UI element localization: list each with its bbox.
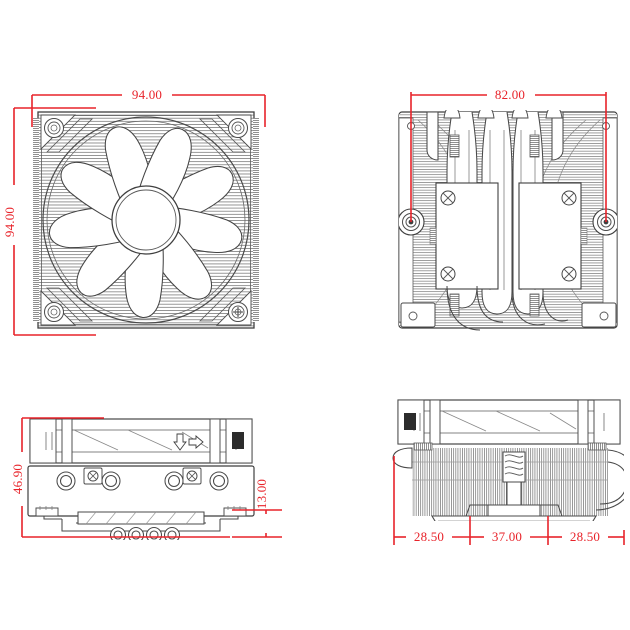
fan-shroud-circle (42, 116, 250, 324)
dimension-1300-vertical (232, 509, 282, 538)
base-clips (35, 507, 247, 517)
fan-corner-mounts (40, 114, 252, 326)
down-arrow-icon (173, 433, 187, 451)
dimension-label-top-width: 94.00 (132, 87, 162, 102)
coldplate-front (431, 504, 597, 521)
fan-corner-slots (45, 118, 247, 322)
bottom-foot-tabs (400, 302, 617, 328)
dimension-82-horizontal (410, 92, 607, 222)
view-fan-top: 94.00 94.00 (2, 87, 266, 336)
view-cooler-front: 28.50 37.00 28.50 (392, 399, 625, 545)
fan-frame-inner (41, 115, 251, 325)
fin-edge-right (253, 118, 259, 322)
dimension-label-heatsink-width: 82.00 (495, 87, 525, 102)
view-heatsink-bottom: 82.00 (398, 87, 618, 331)
dimension-label-front-center: 37.00 (492, 529, 522, 544)
fin-crests-top (443, 110, 563, 119)
fan-shroud-circle-inner (46, 120, 246, 320)
dimension-label-front-left: 28.50 (414, 529, 444, 544)
fan-hub (111, 185, 181, 255)
foot-hole-right (599, 311, 609, 321)
fan-label-block (232, 432, 244, 449)
dimension-label-base-height: 13.00 (254, 479, 269, 509)
base-plate-side (77, 511, 205, 525)
coldplate-sides (465, 504, 563, 517)
screw-heads-side (83, 467, 202, 485)
right-arrow-icon (188, 435, 204, 449)
mounting-brackets (429, 182, 588, 290)
dimension-4690-vertical (21, 417, 230, 538)
bracket-screws (440, 190, 577, 282)
heatpipe-ends-side (56, 471, 229, 491)
foot-hole-left (408, 311, 418, 321)
spring-clips (449, 134, 540, 317)
heatpipe-outer-risers (426, 111, 564, 161)
fan-label-block-front (404, 413, 416, 430)
dimension-group-front (393, 456, 625, 545)
fin-clips-front (413, 442, 607, 451)
dimension-94-vertical (13, 107, 96, 336)
dimension-94-horizontal (31, 94, 266, 127)
heatpipe-tip-left (392, 447, 413, 469)
heatpipe-bends-front (595, 449, 624, 511)
dimension-label-front-right: 28.50 (570, 529, 600, 544)
airflow-arrows (173, 433, 204, 451)
view-cooler-side: 46.90 13.00 (10, 417, 282, 540)
fin-edge-left (33, 118, 39, 322)
fan-frame-front (397, 399, 621, 445)
fan-frame-side (29, 418, 253, 464)
dimension-label-left-height: 94.00 (2, 207, 17, 237)
heatpipe-bends (446, 285, 569, 331)
dimension-label-side-height: 46.90 (10, 464, 25, 494)
